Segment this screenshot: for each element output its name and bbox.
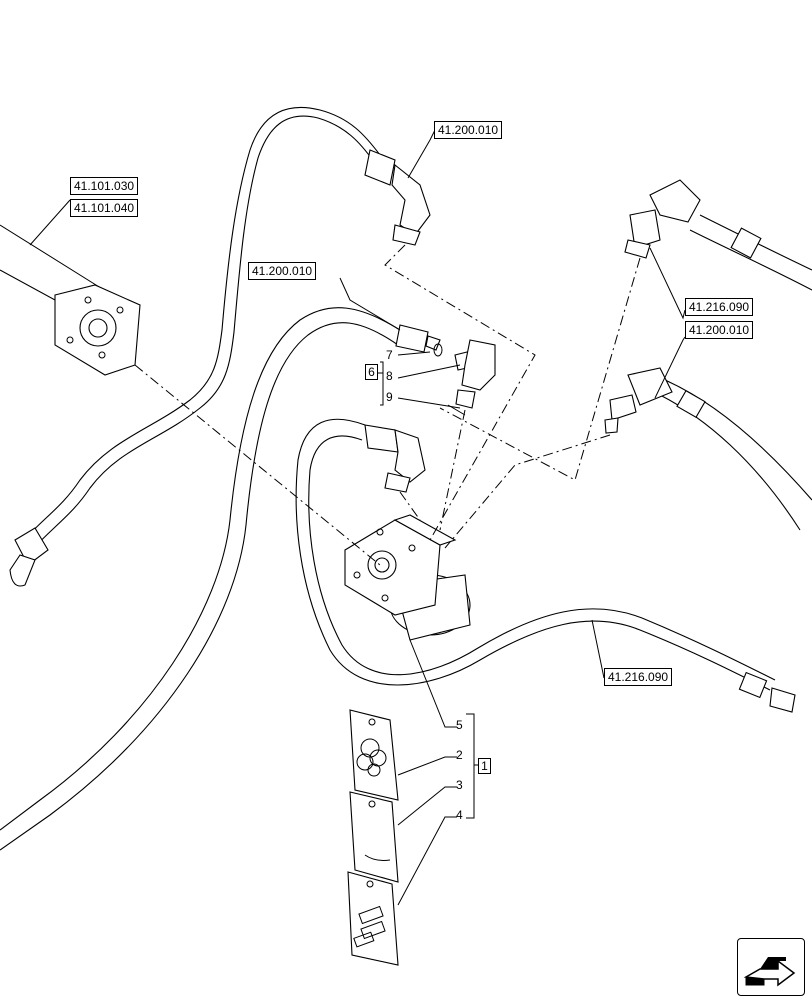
item-number-8: 8 xyxy=(386,369,393,383)
reference-link-41-200-010-right[interactable]: 41.200.010 xyxy=(685,321,754,339)
fastener-kit-bag-4 xyxy=(347,871,399,966)
reference-link-41-101-040[interactable]: 41.101.040 xyxy=(70,199,139,217)
left-return-hose xyxy=(9,106,431,587)
kit-bag-3 xyxy=(349,791,399,883)
elbow-fitting-assembly xyxy=(433,339,496,416)
item-number-9: 9 xyxy=(386,390,393,404)
center-pressure-hose xyxy=(0,307,441,851)
lower-load-sensing-hose xyxy=(295,418,796,713)
next-page-arrow-icon xyxy=(743,957,796,987)
item-number-5: 5 xyxy=(456,718,463,732)
steering-column-shaft xyxy=(0,224,141,376)
item-number-3: 3 xyxy=(456,778,463,792)
item-number-7: 7 xyxy=(386,348,393,362)
group-label-6: 6 xyxy=(365,364,378,380)
next-page-button[interactable] xyxy=(737,938,805,996)
reference-link-41-200-010-mid[interactable]: 41.200.010 xyxy=(248,262,317,280)
item-number-4: 4 xyxy=(456,808,463,822)
reference-link-41-216-090-right[interactable]: 41.216.090 xyxy=(685,298,754,316)
reference-link-41-101-030[interactable]: 41.101.030 xyxy=(70,177,139,195)
seal-kit-bag-5 xyxy=(349,709,399,801)
reference-link-41-200-010-top[interactable]: 41.200.010 xyxy=(434,121,503,139)
group-label-1: 1 xyxy=(478,758,491,774)
right-upper-hose xyxy=(624,179,812,291)
item-number-2: 2 xyxy=(456,748,463,762)
leader-lines xyxy=(29,129,686,906)
steering-motor xyxy=(344,514,471,641)
right-middle-hose xyxy=(604,367,812,531)
assembly-center-lines xyxy=(134,244,641,566)
reference-link-41-216-090-bottom[interactable]: 41.216.090 xyxy=(604,668,673,686)
